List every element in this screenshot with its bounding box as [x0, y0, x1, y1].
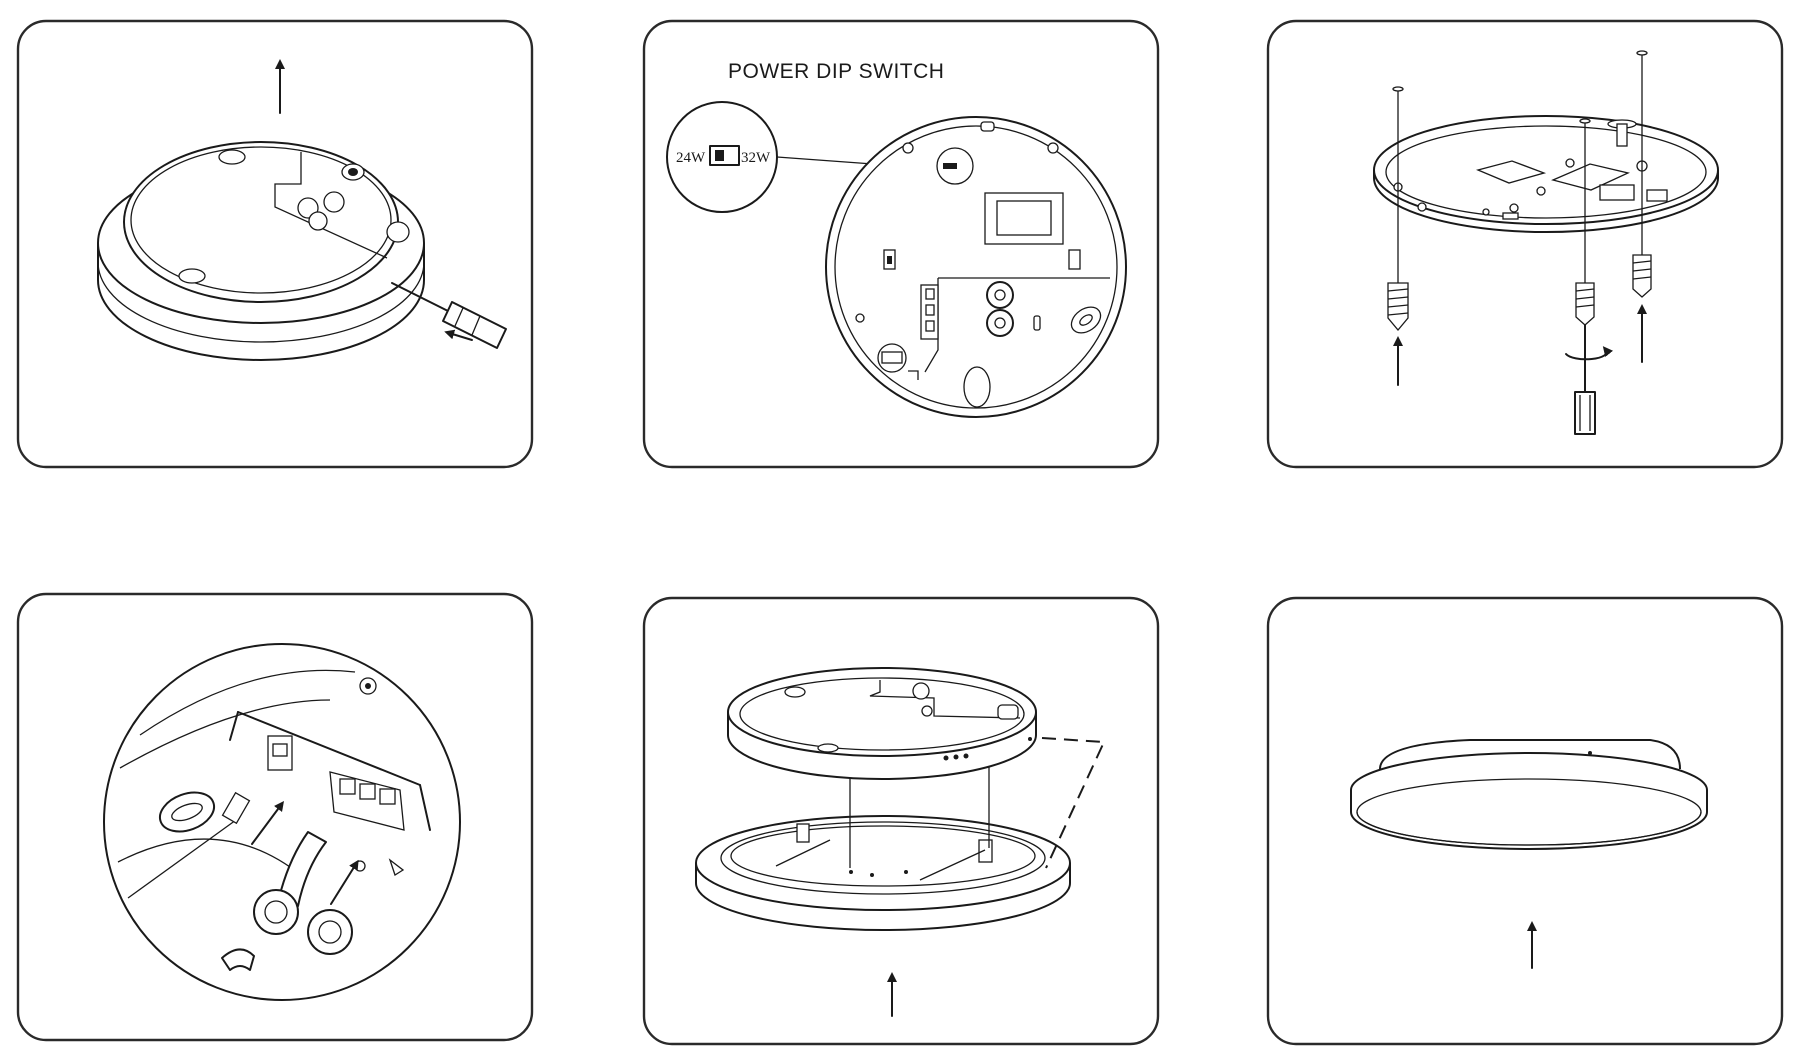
switch-right-label: 32W	[741, 150, 771, 166]
panel-step-6	[1266, 596, 1784, 1046]
arrow-cable	[330, 859, 359, 905]
lamp-assembled	[1350, 739, 1708, 850]
lamp-base-top-view	[825, 116, 1127, 418]
panel-step-4	[16, 592, 534, 1042]
alignment-guide	[1041, 737, 1106, 869]
screw-right	[1632, 50, 1652, 298]
lamp-cover-upper	[727, 667, 1037, 780]
lamp-base-mounting	[1373, 115, 1719, 233]
screw-center	[1565, 118, 1614, 435]
anchor-plug	[1607, 119, 1637, 147]
switch-left-label: 24W	[676, 150, 706, 166]
lamp-base-open	[97, 141, 425, 361]
wiring-zoom-circle	[103, 643, 461, 1001]
lamp-base-lower	[695, 815, 1071, 931]
screwdriver	[391, 282, 507, 349]
panel-step-5	[642, 596, 1160, 1046]
dip-switch-zoom: 24W 32W	[666, 101, 778, 213]
arrow-connector	[251, 800, 284, 845]
panel-step-1	[16, 19, 534, 469]
panel-step-2: POWER DIP SWITCH 24W 32W	[642, 19, 1160, 469]
panel-step-3	[1266, 19, 1784, 469]
dip-switch-label: POWER DIP SWITCH	[728, 60, 944, 83]
arrow-push	[444, 329, 473, 341]
screw-left	[1387, 86, 1409, 332]
